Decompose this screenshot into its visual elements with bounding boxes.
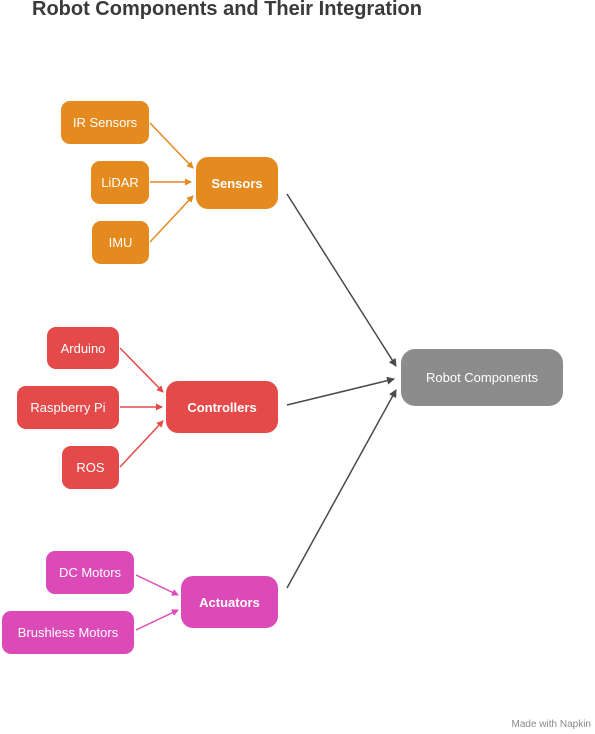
node-imu: IMU — [92, 221, 149, 264]
node-ir-sensors: IR Sensors — [61, 101, 149, 144]
node-brushless-motors: Brushless Motors — [2, 611, 134, 654]
edge-actuators-to-root — [286, 389, 397, 589]
diagram-title: Robot Components and Their Integration — [32, 0, 422, 20]
node-ros: ROS — [62, 446, 119, 489]
edge-imu-to-sensors — [149, 195, 194, 243]
node-arduino: Arduino — [47, 327, 119, 369]
edge-sensors-to-root — [286, 193, 397, 367]
node-robot-components: Robot Components — [401, 349, 563, 406]
footer-credit: Made with Napkin — [511, 719, 591, 730]
edge-ros-to-controllers — [119, 420, 164, 468]
node-dc-motors: DC Motors — [46, 551, 134, 594]
edge-brushless-motors-to-actuators — [135, 609, 179, 631]
node-controllers: Controllers — [166, 381, 278, 433]
node-lidar: LiDAR — [91, 161, 149, 204]
node-actuators: Actuators — [181, 576, 278, 628]
edge-arduino-to-controllers — [119, 347, 164, 393]
node-sensors: Sensors — [196, 157, 278, 209]
edge-dc-motors-to-actuators — [135, 574, 179, 596]
node-raspberry-pi: Raspberry Pi — [17, 386, 119, 429]
edge-controllers-to-root — [286, 376, 395, 406]
edge-ir-sensors-to-sensors — [149, 122, 194, 169]
